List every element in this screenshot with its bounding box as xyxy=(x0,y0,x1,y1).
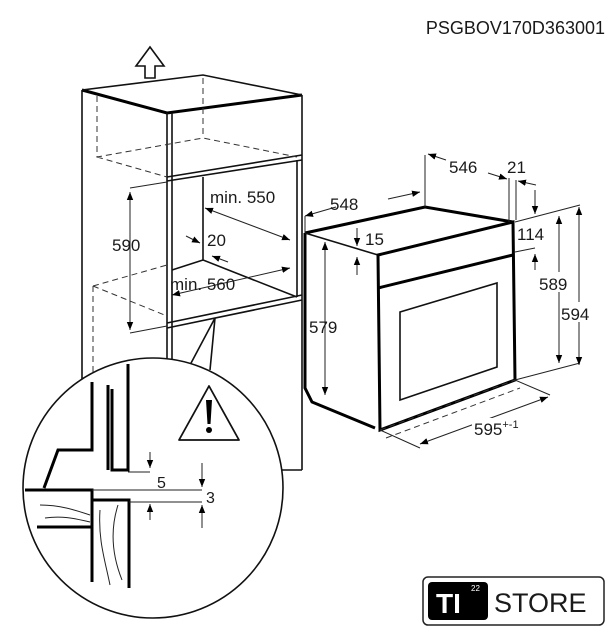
label-5: 5 xyxy=(157,475,166,492)
detail-callout: 5 3 xyxy=(22,357,284,619)
label-590: 590 xyxy=(112,236,140,255)
warning-triangle-icon xyxy=(178,385,240,441)
logo-mark: TI xyxy=(436,588,461,619)
label-15: 15 xyxy=(365,230,384,249)
up-arrow-icon xyxy=(134,45,166,79)
label-114: 114 xyxy=(517,225,544,244)
label-589: 589 xyxy=(539,275,567,294)
logo-word: STORE xyxy=(494,588,587,618)
label-20: 20 xyxy=(207,231,226,250)
logo-sup: 22 xyxy=(471,584,480,593)
cabinet-dimensions: 590 min. 550 20 min. 560 xyxy=(112,181,291,334)
label-595: 595+-1 xyxy=(474,419,519,439)
label-594: 594 xyxy=(561,305,589,324)
label-546: 546 xyxy=(449,158,477,177)
label-579: 579 xyxy=(309,318,337,337)
ti-store-logo: TI 22 STORE xyxy=(422,576,605,626)
label-min-560: min. 560 xyxy=(170,275,235,294)
label-21: 21 xyxy=(507,158,526,177)
label-min-550: min. 550 xyxy=(210,188,275,207)
model-code: PSGBOV170D363001 xyxy=(426,18,605,38)
label-548: 548 xyxy=(330,195,358,214)
oven-dimensions: 548 546 21 15 579 114 589 594 595+-1 xyxy=(304,153,600,449)
label-3: 3 xyxy=(206,490,215,507)
